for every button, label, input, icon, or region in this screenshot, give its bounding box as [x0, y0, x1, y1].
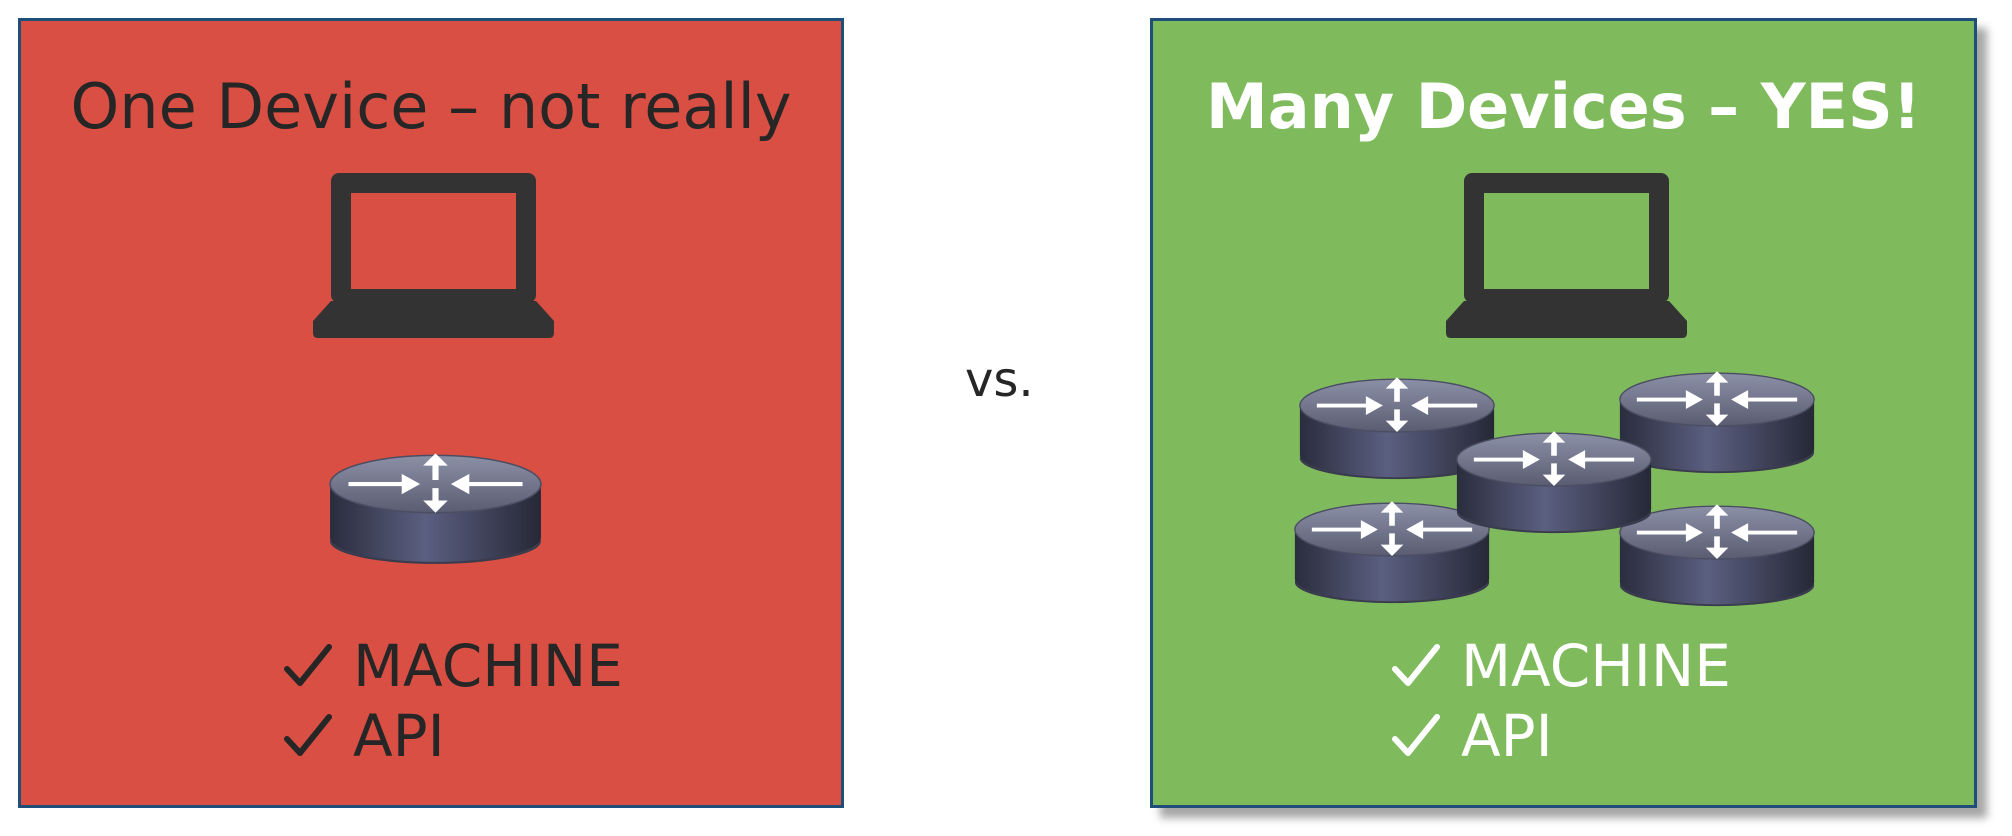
one-device-panel: One Device – not really — [18, 18, 844, 808]
router-icon — [1619, 504, 1815, 607]
list-item: MACHINE — [283, 631, 623, 701]
many-devices-title: Many Devices – YES! — [1206, 70, 1921, 143]
list-item: API — [283, 701, 623, 771]
router-icon — [1294, 501, 1490, 604]
api-label: API — [353, 702, 445, 770]
check-icon — [284, 644, 332, 686]
many-devices-panel: Many Devices – YES! — [1150, 18, 1977, 808]
check-icon — [284, 714, 332, 756]
vs-label: vs. — [965, 352, 1034, 408]
one-device-title: One Device – not really — [70, 70, 792, 143]
right-checklist: MACHINE API — [1391, 631, 1731, 771]
router-icon — [1299, 377, 1495, 480]
list-item: MACHINE — [1391, 631, 1731, 701]
api-label: API — [1461, 702, 1553, 770]
machine-label: MACHINE — [1461, 632, 1731, 700]
list-item: API — [1391, 701, 1731, 771]
router-icon — [1456, 431, 1652, 534]
router-icon — [1619, 371, 1815, 474]
router-icon — [329, 453, 542, 564]
left-checklist: MACHINE API — [283, 631, 623, 771]
check-icon — [1392, 714, 1440, 756]
check-icon — [1392, 644, 1440, 686]
laptop-icon — [1446, 173, 1687, 338]
machine-label: MACHINE — [353, 632, 623, 700]
laptop-icon — [313, 173, 554, 338]
